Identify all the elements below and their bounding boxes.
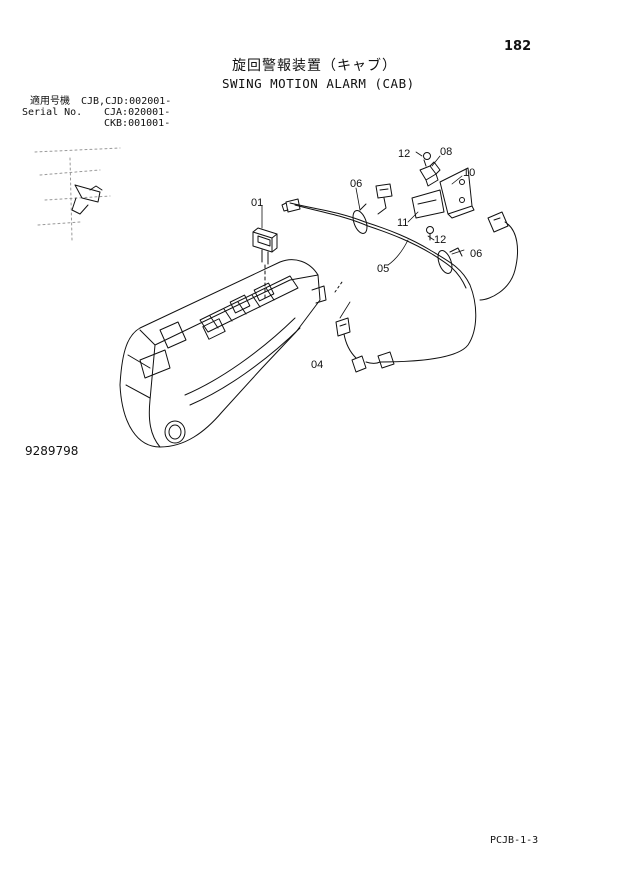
serial-code-ckb: CKB:001001- bbox=[104, 118, 171, 129]
connector-right bbox=[479, 211, 518, 301]
callout-labels: 01 04 05 06 06 08 10 11 12 12 bbox=[251, 146, 482, 371]
switch-part-01 bbox=[252, 227, 278, 301]
title-english: SWING MOTION ALARM (CAB) bbox=[222, 76, 415, 91]
callout-08: 08 bbox=[440, 146, 452, 158]
callout-04: 04 bbox=[311, 359, 323, 371]
callout-11: 11 bbox=[397, 217, 408, 229]
serial-label-english: Serial No. bbox=[22, 107, 83, 118]
bolt-part-12-upper bbox=[423, 152, 431, 167]
callout-05: 05 bbox=[377, 263, 389, 275]
title-japanese: 旋回警報装置（キャブ） bbox=[232, 58, 397, 74]
inset-sketch bbox=[34, 147, 121, 241]
drawing-number: 9289798 bbox=[25, 444, 79, 458]
bracket-part-10 bbox=[439, 167, 475, 219]
serial-label-japanese: 適用号機 bbox=[30, 96, 70, 107]
alarm-buzzer-part-08 bbox=[419, 161, 441, 187]
callout-12-lower: 12 bbox=[434, 234, 446, 246]
page-number: 182 bbox=[504, 39, 532, 54]
callout-01: 01 bbox=[251, 197, 263, 209]
clamp-part-06-right bbox=[437, 247, 463, 274]
cab-console bbox=[119, 259, 343, 448]
leader-lines bbox=[261, 151, 465, 319]
clamp-part-06-left bbox=[352, 203, 368, 234]
serial-code-cjb-cjd: CJB,CJD:002001- bbox=[81, 96, 172, 107]
callout-06-left: 06 bbox=[350, 178, 362, 190]
connector-upper bbox=[375, 183, 393, 215]
plate-part-11 bbox=[411, 189, 445, 219]
callout-06-right: 06 bbox=[470, 248, 482, 260]
callout-10: 10 bbox=[463, 167, 475, 179]
footer-code: PCJB-1-3 bbox=[490, 835, 539, 846]
inset-sensor-part bbox=[71, 184, 103, 215]
harness-part-05 bbox=[281, 198, 477, 363]
bolt-part-12-lower bbox=[426, 226, 434, 241]
sub-harness-part-04 bbox=[335, 317, 395, 373]
callout-12-upper: 12 bbox=[398, 148, 410, 160]
serial-code-cja: CJA:020001- bbox=[104, 107, 171, 118]
